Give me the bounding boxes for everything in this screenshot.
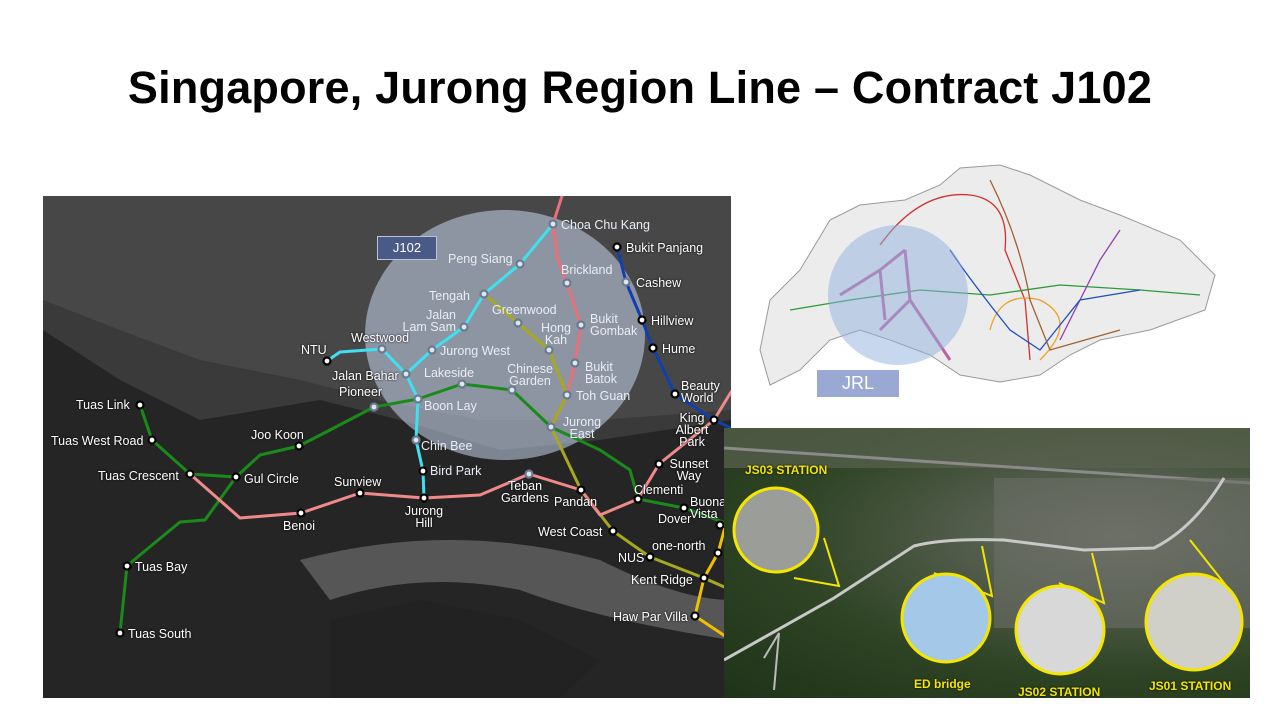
station-label: Bukit Gombak — [590, 312, 638, 338]
station-label: Choa Chu Kang — [561, 218, 650, 232]
station-label: Chinese Garden — [507, 362, 553, 388]
station-label: Joo Koon — [251, 428, 304, 442]
line-olive — [482, 292, 731, 592]
station-label: Pandan — [554, 495, 598, 509]
station-label: NTU — [301, 343, 327, 357]
station-label: Clementi — [634, 483, 684, 497]
station-label: Benoi — [283, 519, 315, 533]
slide-title: Singapore, Jurong Region Line – Contract… — [127, 62, 1153, 113]
js03-station-label: JS03 STATION — [745, 463, 828, 477]
js03-render-circle — [732, 486, 820, 574]
station-label: Greenwood — [492, 303, 557, 317]
station-label: Westwood — [351, 331, 410, 345]
js01-render-circle — [1144, 572, 1244, 672]
station-label: Boon Lay — [424, 399, 477, 413]
station-label: Jurong Hill — [404, 504, 444, 530]
station-label: Buona Vista — [690, 495, 727, 521]
station-label: Chin Bee — [421, 439, 473, 453]
overview-line-te — [989, 179, 1121, 351]
station-label: Teban Gardens — [501, 479, 549, 505]
station-label: King Albert Park — [675, 411, 709, 449]
viaduct-alignment — [724, 477, 1226, 662]
station-label: Beauty World — [681, 379, 720, 405]
jrl-highlight-ellipse — [828, 225, 968, 365]
js02-station-label: JS02 STATION — [1018, 685, 1101, 698]
aerial-graphics — [724, 428, 1250, 691]
station-label: Hong Kah — [541, 321, 571, 347]
station-label: Hillview — [651, 314, 694, 328]
js02-render-circle — [1014, 584, 1106, 676]
station-label: Pioneer — [339, 385, 383, 399]
ed-bridge-render-circle — [900, 572, 992, 664]
station-label: Sunview — [334, 475, 382, 489]
station-label: Jurong West — [440, 344, 510, 358]
transit-lines — [43, 196, 731, 698]
station-label: Cashew — [636, 276, 682, 290]
station-label: Toh Guan — [576, 389, 631, 403]
land-west — [43, 330, 731, 698]
overview-line-cc — [989, 297, 1061, 361]
contract-j102-label: J102 — [377, 236, 437, 260]
station-label: NUS — [618, 551, 645, 565]
station-label: Dover — [658, 512, 692, 526]
singapore-island-outline — [759, 164, 1216, 386]
station-label: Kent Ridge — [631, 573, 693, 587]
station-label: Sunset Way — [669, 457, 709, 483]
station-label: Tengah — [429, 289, 471, 303]
line-cyan-jrl-branch — [404, 222, 555, 376]
jrl-label: JRL — [817, 370, 899, 397]
water-strait — [300, 540, 731, 640]
station-label: Bukit Panjang — [626, 241, 704, 255]
station-label: Jalan Bahar — [332, 369, 399, 383]
station-label: West Coast — [538, 525, 603, 539]
station-dots — [115, 219, 725, 638]
station-label: Tuas Bay — [135, 560, 188, 574]
station-label: Tuas Crescent — [98, 469, 179, 483]
land-islands — [330, 600, 600, 698]
station-label: Lakeside — [424, 366, 475, 380]
station-label: Tuas South — [128, 627, 192, 641]
station-label: Gul Circle — [244, 472, 299, 486]
aerial-alignment-view: JS03 STATION ED bridge JS02 STATION JS01… — [724, 428, 1250, 698]
j102-coverage-circle — [365, 210, 645, 460]
overview-line-ns — [879, 193, 1031, 361]
station-label: Jalan Lam Sam — [402, 308, 457, 334]
ed-bridge-label: ED bridge — [914, 677, 971, 691]
station-label: Bukit Batok — [585, 360, 617, 386]
station-label: one-north — [652, 539, 706, 553]
station-label: Peng Siang — [448, 252, 513, 266]
station-label: Tuas West Road — [51, 434, 144, 448]
station-label: Brickland — [561, 263, 613, 277]
line-red-ns — [549, 196, 583, 429]
station-label: Haw Par Villa — [613, 610, 688, 624]
js03-callout — [793, 537, 841, 588]
js01-station-label: JS01 STATION — [1149, 679, 1232, 693]
singapore-overview-map — [759, 164, 1216, 386]
line-cyan-jrl — [325, 347, 426, 500]
station-label: Jurong East — [562, 415, 602, 441]
station-label: Tuas Link — [76, 398, 130, 412]
line-green-branch — [118, 475, 238, 635]
station-label: Hume — [662, 342, 696, 356]
station-label: Bird Park — [430, 464, 482, 478]
overview-line-ne — [1059, 229, 1121, 341]
